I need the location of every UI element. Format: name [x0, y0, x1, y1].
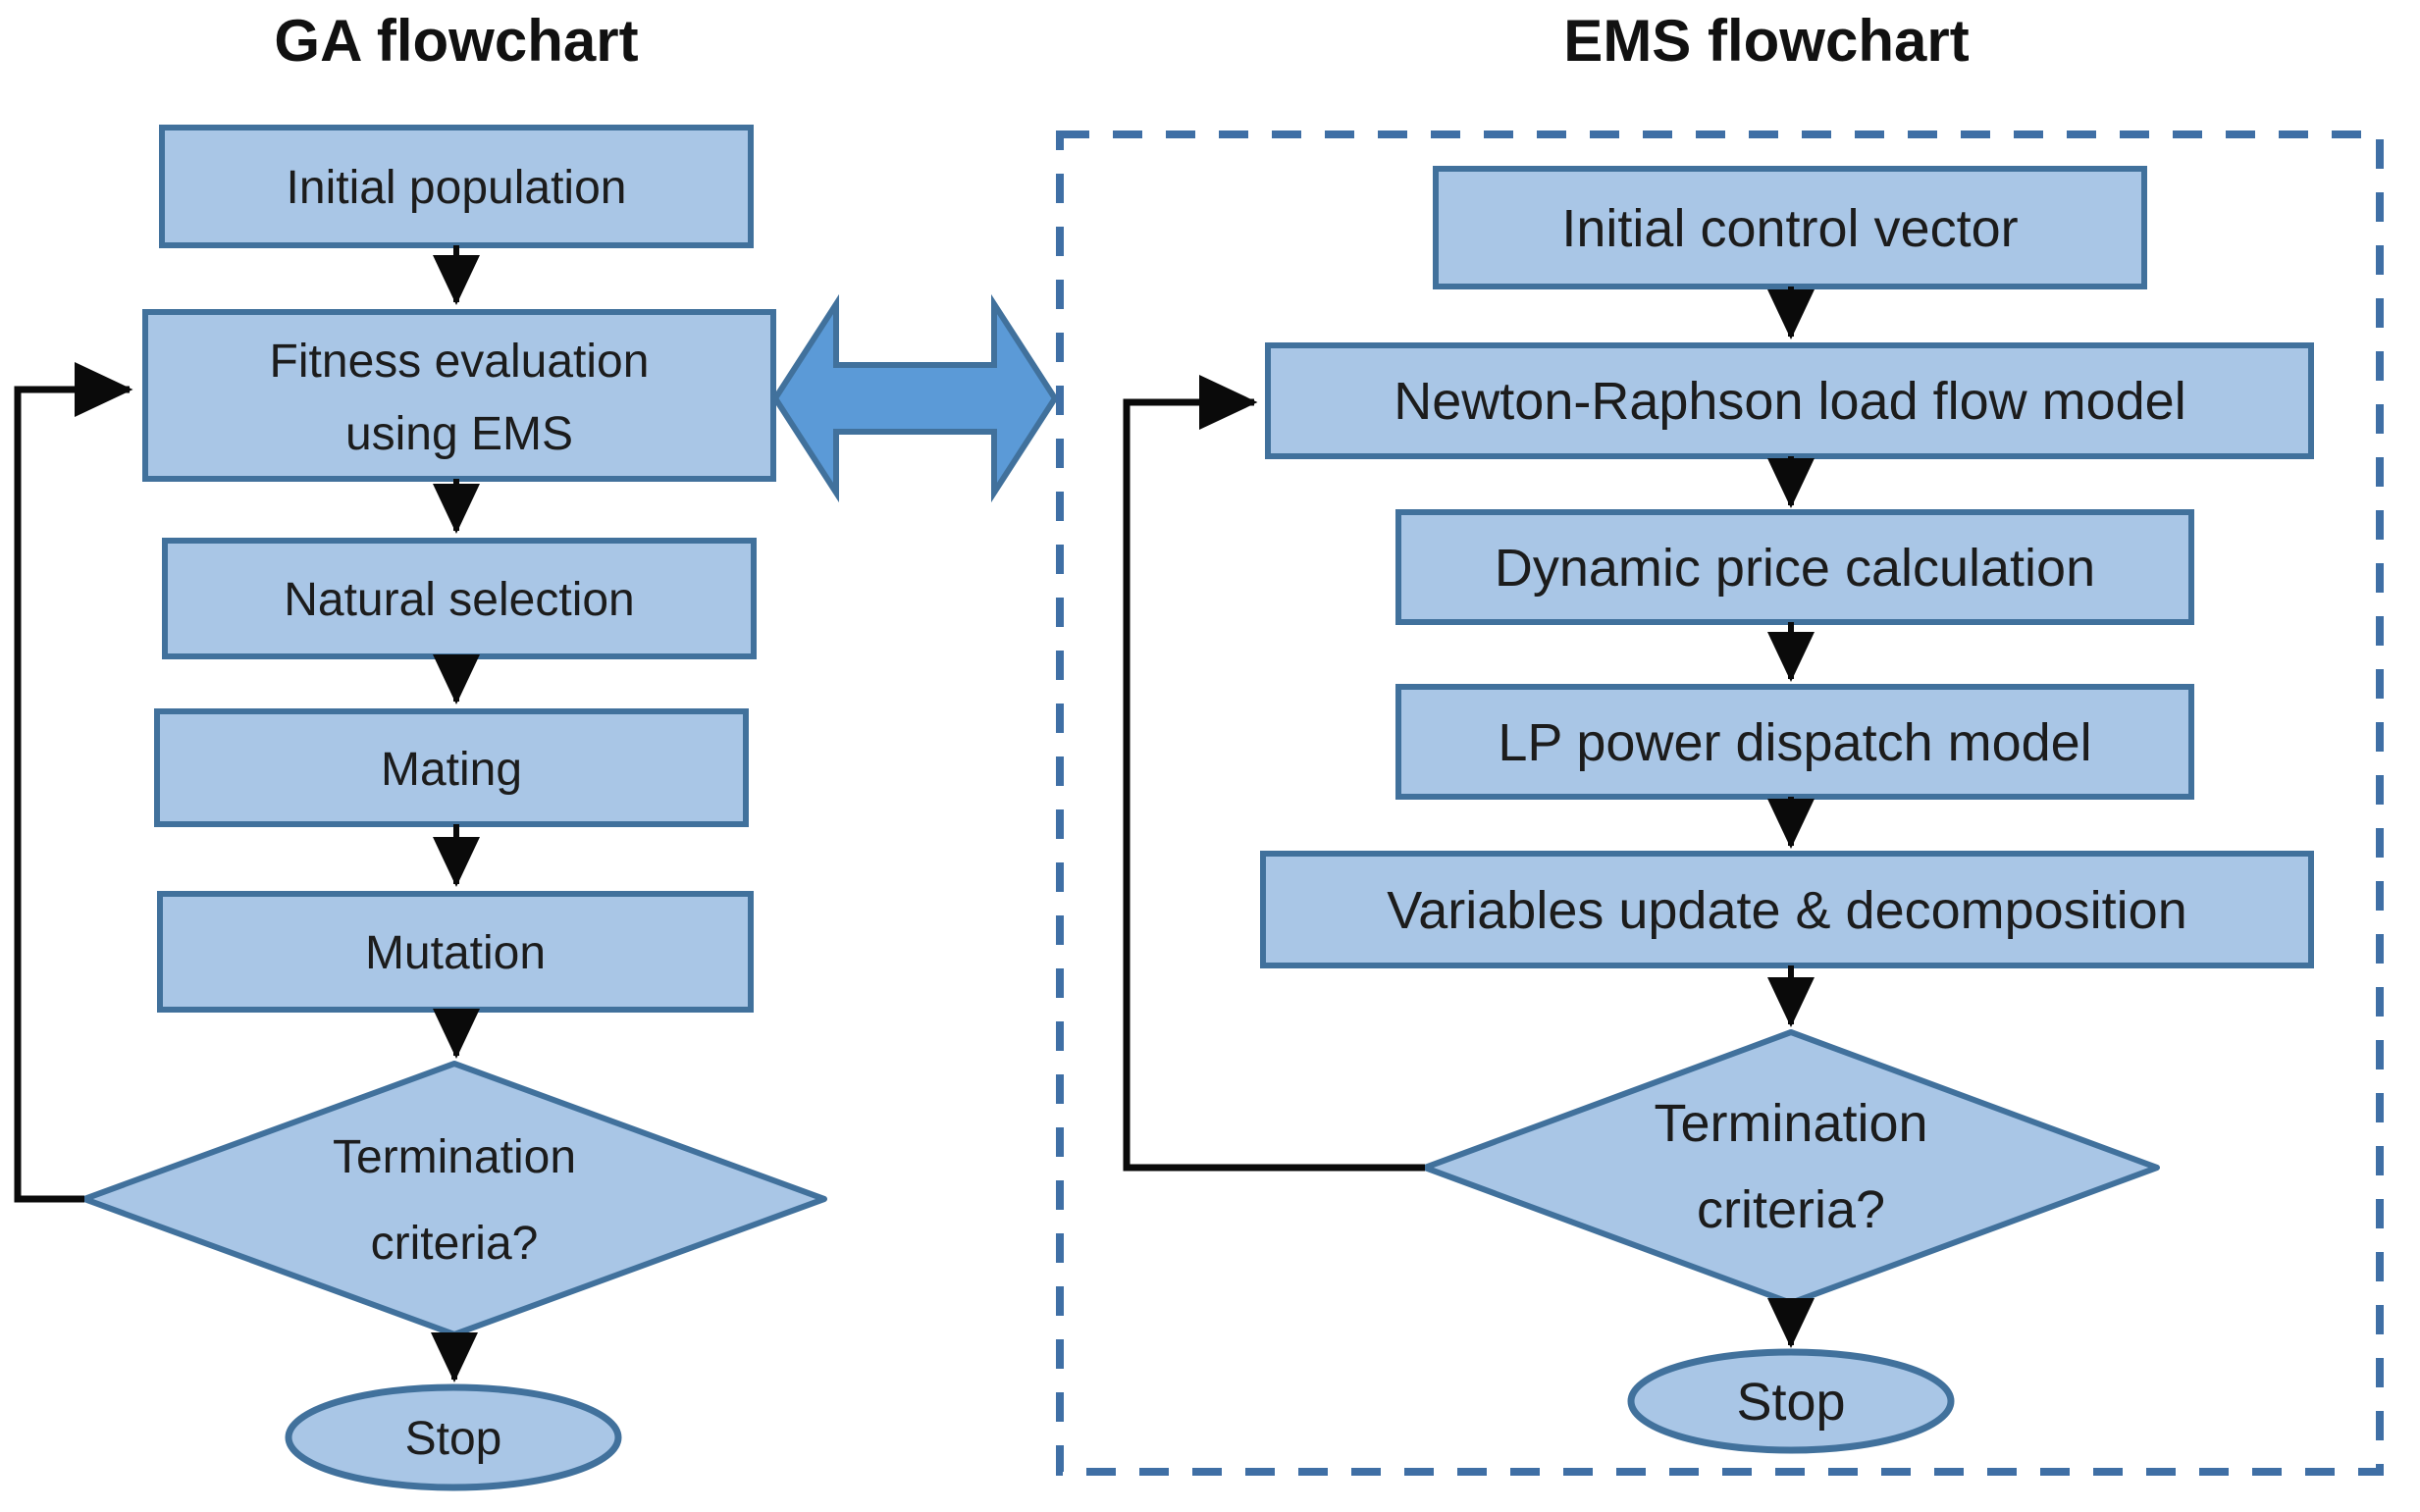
node-box — [162, 538, 757, 659]
ga-feedback-loop-arrow — [14, 362, 133, 1203]
node-initial-control-vector: Initial control vector — [1433, 166, 2147, 289]
ga-flowchart: GA flowchart Initial population Fitness … — [14, 8, 827, 1491]
node-newton-raphson: Newton-Raphson load flow model — [1265, 342, 2314, 459]
node-label: Newton-Raphson load flow model — [1394, 372, 2185, 431]
decision-diamond — [1422, 1029, 2160, 1306]
node-label: LP power dispatch model — [1498, 713, 2091, 772]
node-dynamic-price: Dynamic price calculation — [1395, 509, 2194, 625]
node-mutation: Mutation — [157, 891, 754, 1013]
node-natural-selection: Natural selection — [162, 538, 757, 659]
node-label: Initial population — [287, 162, 627, 214]
node-mating: Mating — [154, 708, 749, 827]
node-initial-population: Initial population — [159, 125, 754, 248]
node-variables-update: Variables update & decomposition — [1260, 851, 2314, 968]
node-fitness-evaluation: Fitness evaluation using EMS — [142, 309, 776, 482]
node-box — [1395, 684, 2194, 800]
stop-ellipse — [1627, 1348, 1955, 1454]
ga-title: GA flowchart — [274, 8, 638, 74]
node-box — [1395, 509, 2194, 625]
node-ems-stop: Stop — [1627, 1348, 1955, 1454]
ems-title: EMS flowchart — [1563, 8, 1969, 74]
decision-label-line2: criteria? — [371, 1218, 539, 1270]
stop-ellipse — [285, 1383, 622, 1491]
node-label: Mutation — [365, 927, 546, 979]
node-label: Initial control vector — [1561, 199, 2018, 258]
ems-flowchart: EMS flowchart Initial control vector New… — [1056, 8, 2384, 1476]
node-box — [159, 125, 754, 248]
node-label: Dynamic price calculation — [1495, 539, 2095, 598]
node-label: Mating — [381, 744, 522, 796]
node-box — [1433, 166, 2147, 289]
node-box — [157, 891, 754, 1013]
decision-label-line2: criteria? — [1697, 1180, 1885, 1239]
node-ems-termination-decision: Termination criteria? — [1422, 1029, 2160, 1306]
node-box — [1260, 851, 2314, 968]
node-ga-stop: Stop — [285, 1383, 622, 1491]
node-label: Variables update & decomposition — [1387, 881, 2187, 940]
ems-feedback-loop-arrow — [1123, 375, 1425, 1172]
decision-label-line1: Termination — [333, 1131, 576, 1183]
node-label-line2: using EMS — [345, 408, 573, 460]
node-box — [142, 309, 776, 482]
node-ga-termination-decision: Termination criteria? — [81, 1061, 827, 1337]
ems-dashed-boundary — [1056, 130, 2384, 1476]
decision-diamond — [81, 1061, 827, 1337]
node-label: Natural selection — [284, 574, 635, 626]
node-label-line1: Fitness evaluation — [270, 336, 650, 388]
decision-label-line1: Termination — [1654, 1094, 1927, 1153]
ga-ems-link-double-arrow-icon — [771, 293, 1059, 503]
node-lp-dispatch: LP power dispatch model — [1395, 684, 2194, 800]
node-box — [154, 708, 749, 827]
stop-label: Stop — [405, 1413, 502, 1465]
stop-label: Stop — [1736, 1373, 1845, 1432]
